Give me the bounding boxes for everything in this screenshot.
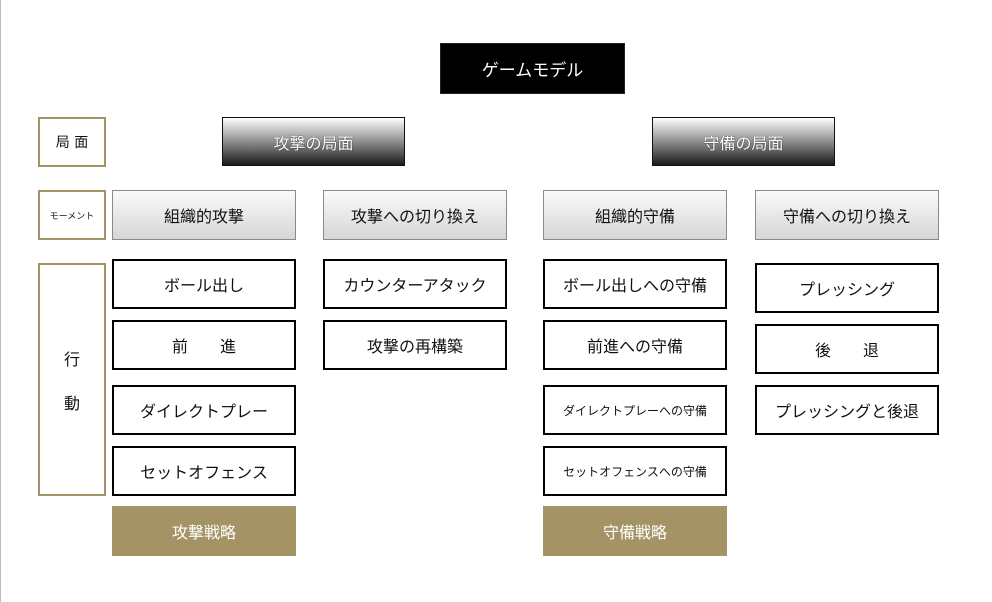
action-set-offense: セットオフェンス [112,446,296,496]
row-label-action-line2: 動 [63,393,80,413]
phase-attack: 攻撃の局面 [222,117,405,166]
action-defend-ball-out: ボール出しへの守備 [543,259,727,309]
action-pressing-and-retreat: プレッシングと後退 [755,385,939,435]
row-label-action-line1: 行 [63,349,80,369]
action-advance: 前 進 [112,320,296,370]
action-pressing: プレッシング [755,263,939,313]
action-defend-advance: 前進への守備 [543,320,727,370]
row-label-action: 行 動 [38,263,106,496]
action-defend-set-offense: セットオフェンスへの守備 [543,446,727,496]
action-retreat: 後 退 [755,324,939,374]
moment-attack-transition: 攻撃への切り換え [323,190,507,240]
moment-organized-defense: 組織的守備 [543,190,727,240]
action-defend-direct-play: ダイレクトプレーへの守備 [543,385,727,435]
moment-defense-transition: 守備への切り換え [755,190,939,240]
moment-organized-attack: 組織的攻撃 [112,190,296,240]
action-direct-play: ダイレクトプレー [112,385,296,435]
row-label-moment: モーメント [38,190,106,240]
strategy-attack: 攻撃戦略 [112,506,296,556]
action-attack-rebuild: 攻撃の再構築 [323,320,507,370]
action-ball-out: ボール出し [112,259,296,309]
strategy-defense: 守備戦略 [543,506,727,556]
phase-defense: 守備の局面 [652,117,835,166]
action-counter-attack: カウンターアタック [323,259,507,309]
row-label-phase: 局 面 [38,117,106,167]
left-edge-line [0,0,1,602]
game-model-title: ゲームモデル [440,43,625,94]
